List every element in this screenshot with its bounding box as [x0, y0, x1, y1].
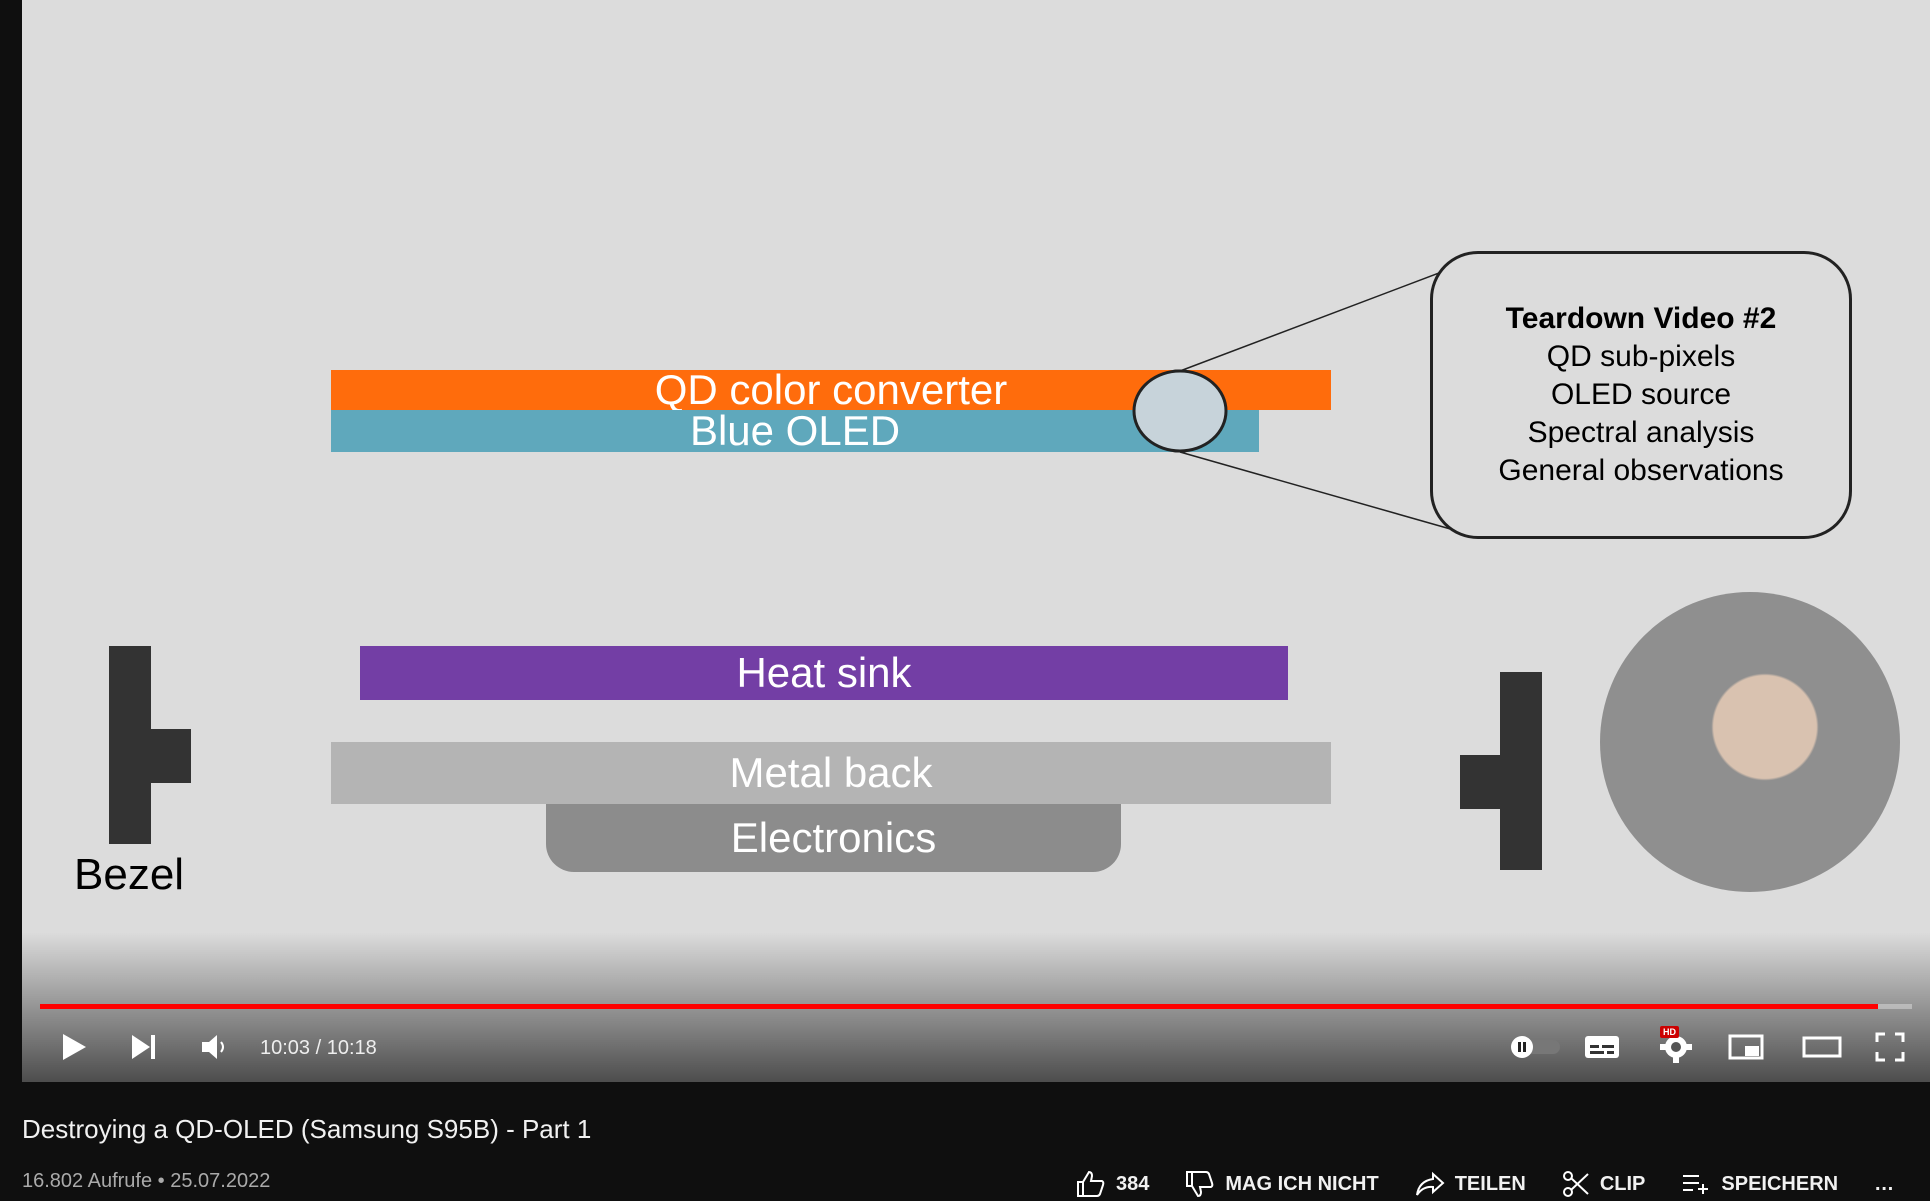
more-icon: …	[1874, 1172, 1895, 1195]
save-label: SPEICHERN	[1721, 1172, 1839, 1195]
more-actions-button[interactable]: …	[1874, 1173, 1894, 1196]
electronics-label: Electronics	[730, 814, 937, 861]
like-count: 384	[1116, 1172, 1150, 1195]
view-count: 16.802 Aufrufe	[22, 1170, 153, 1192]
video-title: Destroying a QD-OLED (Samsung S95B) - Pa…	[22, 1114, 592, 1144]
thumbs-up-icon	[1077, 1170, 1105, 1197]
like-button[interactable]: 384	[1076, 1170, 1149, 1198]
electronics-layer: Electronics	[546, 804, 1121, 872]
miniplayer-icon[interactable]	[1728, 1029, 1764, 1065]
video-info: Destroying a QD-OLED (Samsung S95B) - Pa…	[22, 1082, 1930, 1201]
scissors-icon	[1562, 1171, 1589, 1197]
share-icon	[1415, 1171, 1445, 1196]
clip-label: CLIP	[1599, 1172, 1646, 1195]
bezel-label: Bezel	[74, 850, 185, 899]
play-icon[interactable]	[56, 1029, 92, 1065]
callout-title: Teardown Video #2	[1505, 302, 1777, 335]
qd-color-converter-label: QD color converter	[654, 366, 1008, 413]
dislike-button[interactable]: MAG ICH NICHT	[1185, 1170, 1379, 1198]
bezel-left-vertical	[109, 646, 151, 844]
playlist-add-icon	[1683, 1175, 1709, 1194]
callout-line: OLED source	[1550, 378, 1732, 411]
heat-sink-label: Heat sink	[736, 649, 912, 696]
thumbs-down-icon	[1186, 1171, 1214, 1198]
theater-icon[interactable]	[1800, 1029, 1844, 1065]
subtitles-icon[interactable]	[1584, 1029, 1620, 1065]
meta-separator: •	[157, 1170, 165, 1192]
progress-bar[interactable]	[40, 1004, 1912, 1009]
dislike-label: MAG ICH NICHT	[1225, 1172, 1379, 1195]
video-player[interactable]: QD color converter Blue OLED Teardown Vi…	[22, 0, 1930, 1082]
save-button[interactable]: SPEICHERN	[1681, 1172, 1838, 1196]
video-meta: 16.802 Aufrufe • 25.07.2022	[22, 1170, 270, 1193]
bezel-left-step	[151, 729, 191, 783]
hd-badge: HD	[1660, 1026, 1679, 1038]
share-label: TEILEN	[1454, 1172, 1526, 1195]
zoom-lines	[1132, 261, 1469, 535]
zoom-circle	[1132, 369, 1228, 453]
autoplay-toggle[interactable]	[1508, 1029, 1564, 1065]
blue-oled-layer: Blue OLED	[331, 410, 1259, 452]
share-button[interactable]: TEILEN	[1415, 1171, 1526, 1197]
action-bar: 384 MAG ICH NICHT TEILEN CLIP SPEICHERN …	[1076, 1170, 1894, 1198]
metal-back-label: Metal back	[729, 749, 933, 796]
teardown-callout: Teardown Video #2 QD sub-pixels OLED sou…	[1430, 251, 1852, 539]
callout-line: General observations	[1498, 454, 1784, 487]
next-icon[interactable]	[126, 1029, 162, 1065]
settings-icon[interactable]	[1658, 1029, 1694, 1065]
blue-oled-label: Blue OLED	[689, 407, 901, 454]
volume-icon[interactable]	[196, 1029, 232, 1065]
time-display: 10:03 / 10:18	[260, 1037, 377, 1059]
metal-back-layer: Metal back	[331, 742, 1331, 804]
bezel-right-step	[1460, 755, 1500, 809]
presenter-webcam	[1600, 592, 1900, 892]
callout-line: Spectral analysis	[1527, 416, 1755, 449]
heat-sink-layer: Heat sink	[360, 646, 1288, 700]
upload-date: 25.07.2022	[170, 1170, 271, 1192]
slide: QD color converter Blue OLED Teardown Vi…	[22, 0, 1930, 1082]
progress-fill	[40, 1004, 1879, 1009]
callout-line: QD sub-pixels	[1546, 340, 1736, 373]
fullscreen-icon[interactable]	[1872, 1029, 1908, 1065]
clip-button[interactable]: CLIP	[1562, 1170, 1646, 1198]
bezel-right-vertical	[1500, 672, 1542, 870]
player-controls: 10:03 / 10:18	[22, 1015, 1930, 1075]
